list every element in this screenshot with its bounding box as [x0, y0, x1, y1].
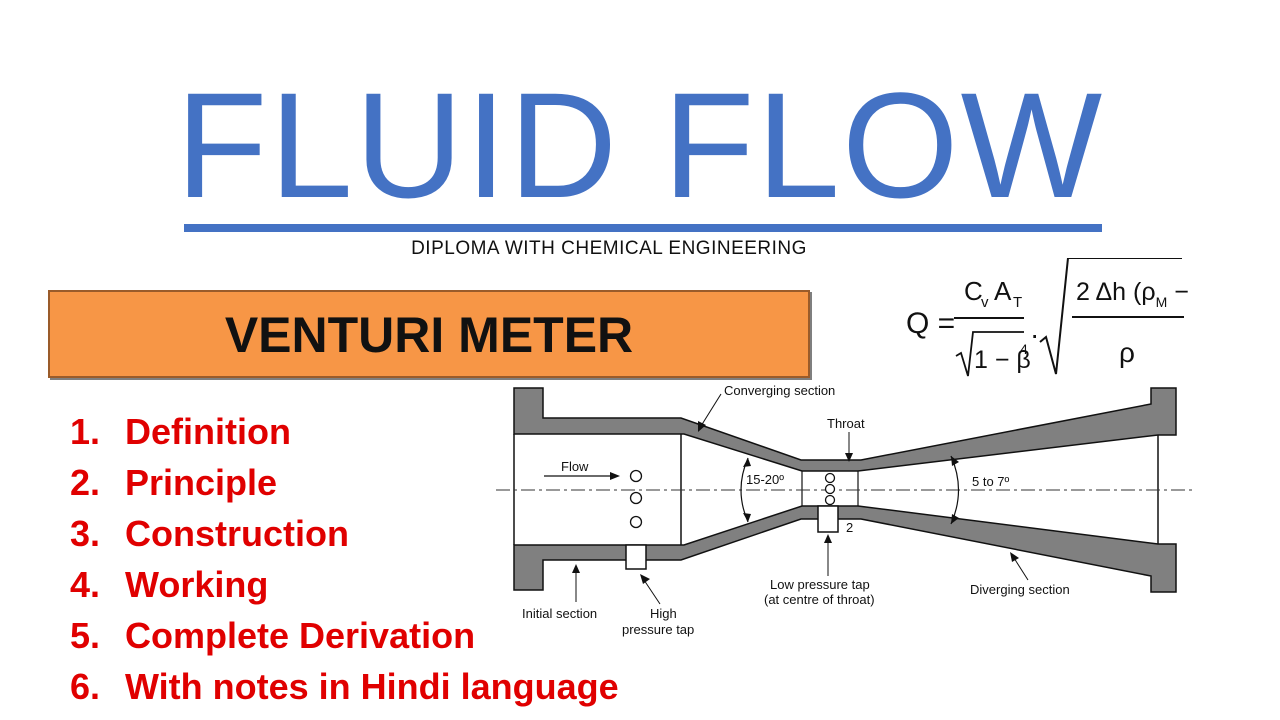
arrow-head: [640, 574, 650, 584]
list-item-number: 4.: [70, 564, 101, 605]
label-flow: Flow: [561, 459, 589, 474]
list-item-label: With notes in Hindi language: [125, 666, 619, 707]
topic-list: 1.Definition 2.Principle 3.Construction …: [70, 406, 619, 712]
formula-area-sub: T: [1013, 294, 1022, 311]
label-low-tap-2: (at centre of throat): [764, 592, 875, 607]
arrow-head: [951, 456, 959, 466]
list-item-label: Working: [125, 564, 269, 605]
list-item-label: Definition: [125, 411, 291, 452]
low-pressure-tap: [817, 505, 839, 533]
label-angle-out: 5 to 7º: [972, 474, 1010, 489]
outer-root-sign: [1039, 258, 1182, 375]
list-item-number: 1.: [70, 411, 101, 452]
arrow-head: [743, 513, 751, 522]
list-item: 2. Principle: [70, 457, 619, 508]
label-angle-in: 15-20º: [746, 472, 784, 487]
flow-rate-formula: Q = C v A T 1 − β 4 · 2 Δh (ρM − ρ) g ρ: [906, 258, 1196, 377]
banner-label: VENTURI METER: [224, 307, 634, 363]
label-high-tap-1: High: [650, 606, 677, 621]
flow-particle: [629, 515, 643, 529]
formula-sqrt-numerator: 2 Δh (ρM − ρ) g: [1076, 278, 1196, 310]
label-throat: Throat: [827, 416, 865, 431]
formula-coefficient: C: [964, 276, 983, 306]
label-diverging: Diverging section: [970, 582, 1070, 597]
formula-coefficient-sub: v: [981, 294, 989, 311]
formula-denominator: 1 − β: [974, 346, 1031, 374]
list-item: 3. Construction: [70, 508, 619, 559]
arrow-head: [1010, 552, 1019, 562]
converging-leader: [700, 393, 722, 427]
throat-particle: [824, 494, 836, 506]
arrow-head: [610, 472, 620, 480]
list-item-number: 2.: [70, 462, 101, 503]
list-item-number: 6.: [70, 666, 101, 707]
arrow-head: [824, 534, 832, 543]
upper-wall: [513, 387, 1177, 472]
label-high-tap-2: pressure tap: [622, 622, 694, 637]
formula-lhs: Q =: [906, 307, 955, 340]
arrow-head: [698, 421, 706, 432]
arrow-head: [845, 453, 853, 462]
formula-dot: ·: [1030, 319, 1039, 350]
list-item-label: Complete Derivation: [125, 615, 476, 656]
throat-particle: [824, 472, 836, 484]
label-initial: Initial section: [522, 606, 597, 621]
diverging-leader: [1013, 557, 1029, 581]
list-item: 1. Definition: [70, 406, 619, 457]
title-underline: [184, 224, 1102, 232]
list-item-number: 5.: [70, 615, 101, 656]
throat-particle: [824, 483, 836, 495]
venturi-meter-diagram: Converging section Throat Flow 15-20º 5 …: [496, 383, 1196, 637]
list-item-label: Principle: [125, 462, 278, 503]
topic-banner: VENTURI METER: [48, 290, 810, 378]
high-tap-leader: [643, 579, 661, 605]
formula-denominator-sup: 4: [1020, 341, 1028, 357]
inner-root-sign: [955, 331, 1024, 377]
list-item-label: Construction: [125, 513, 349, 554]
page-title: FLUID FLOW: [175, 61, 1105, 229]
label-tap-number: 2: [846, 520, 853, 535]
label-converging: Converging section: [724, 383, 835, 398]
list-item: 4. Working: [70, 559, 619, 610]
list-item: 6. With notes in Hindi language: [70, 661, 619, 712]
arrow-head: [572, 564, 580, 573]
label-low-tap-1: Low pressure tap: [770, 577, 870, 592]
flow-particle: [629, 469, 643, 483]
list-item-number: 3.: [70, 513, 101, 554]
arrow-head: [951, 514, 959, 524]
flow-particle: [629, 491, 643, 505]
high-pressure-tap: [625, 544, 647, 570]
page-subtitle: DIPLOMA WITH CHEMICAL ENGINEERING: [411, 238, 807, 259]
arrow-head: [743, 458, 751, 467]
list-item: 5. Complete Derivation: [70, 610, 619, 661]
formula-sqrt-denominator: ρ: [1119, 337, 1135, 368]
formula-area: A: [994, 276, 1012, 306]
